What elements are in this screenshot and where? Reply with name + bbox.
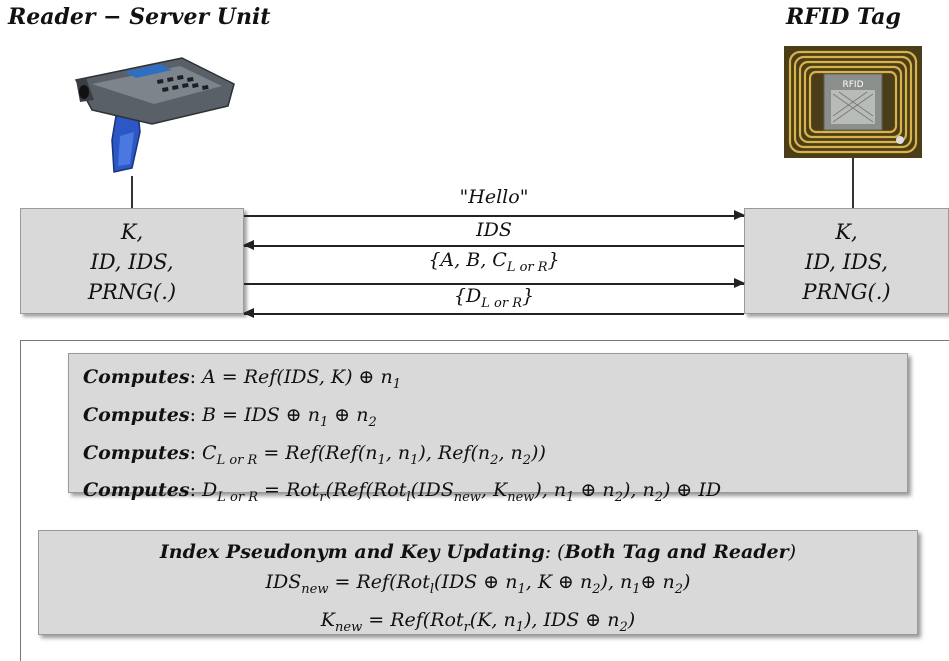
compute-c: Computes: CL or R = Ref(Ref(n1, n1), Ref… <box>83 441 546 468</box>
update-k: Knew = Ref(Rotr(K, n1), IDS ⊕ n2) <box>320 608 636 635</box>
tag-title: RFID Tag <box>786 4 901 30</box>
reader-line-3: PRNG(.) <box>87 280 177 304</box>
update-title: Index Pseudonym and Key Updating: (Both … <box>159 541 797 563</box>
message-ids-arrow <box>243 241 744 249</box>
compute-a: Computes: A = Ref(IDS, K) ⊕ n1 <box>83 366 402 392</box>
message-ids-label: IDS <box>476 219 512 241</box>
computation-frame <box>20 340 949 661</box>
tag-line-1: K, <box>835 220 858 244</box>
tag-line-2: ID, IDS, <box>804 250 889 274</box>
tag-connector <box>852 158 854 209</box>
message-hello-label: "Hello" <box>459 186 529 208</box>
rfid-chip-label: RFID <box>842 80 863 90</box>
reader-line-1: K, <box>120 220 144 244</box>
rfid-reader-image <box>62 40 237 180</box>
message-hello-arrow <box>244 211 745 219</box>
compute-d: Computes: DL or R = Rotr(Ref(Rotl(IDSnew… <box>83 479 722 506</box>
tag-state-box: K, ID, IDS, PRNG(.) <box>744 208 949 314</box>
tag-line-3: PRNG(.) <box>802 280 891 304</box>
message-abc-arrow <box>244 279 745 287</box>
reader-state-box: K, ID, IDS, PRNG(.) <box>20 208 244 314</box>
compute-b: Computes: B = IDS ⊕ n1 ⊕ n2 <box>83 403 377 430</box>
reader-connector <box>131 176 133 209</box>
message-abc-label: {A, B, CL or R} <box>428 249 560 275</box>
update-box: Index Pseudonym and Key Updating: (Both … <box>38 530 918 635</box>
message-d-arrow <box>243 309 744 317</box>
update-ids: IDSnew = Ref(Rotl(IDS ⊕ n1, K ⊕ n2), n1⊕… <box>265 571 691 597</box>
computes-box: Computes: A = Ref(IDS, K) ⊕ n1 Computes:… <box>68 353 908 505</box>
rfid-tag-image: RFID <box>784 46 922 158</box>
message-d-label: {DL or R} <box>453 285 535 311</box>
reader-title: Reader − Server Unit <box>8 4 271 30</box>
reader-line-2: ID, IDS, <box>90 250 174 274</box>
